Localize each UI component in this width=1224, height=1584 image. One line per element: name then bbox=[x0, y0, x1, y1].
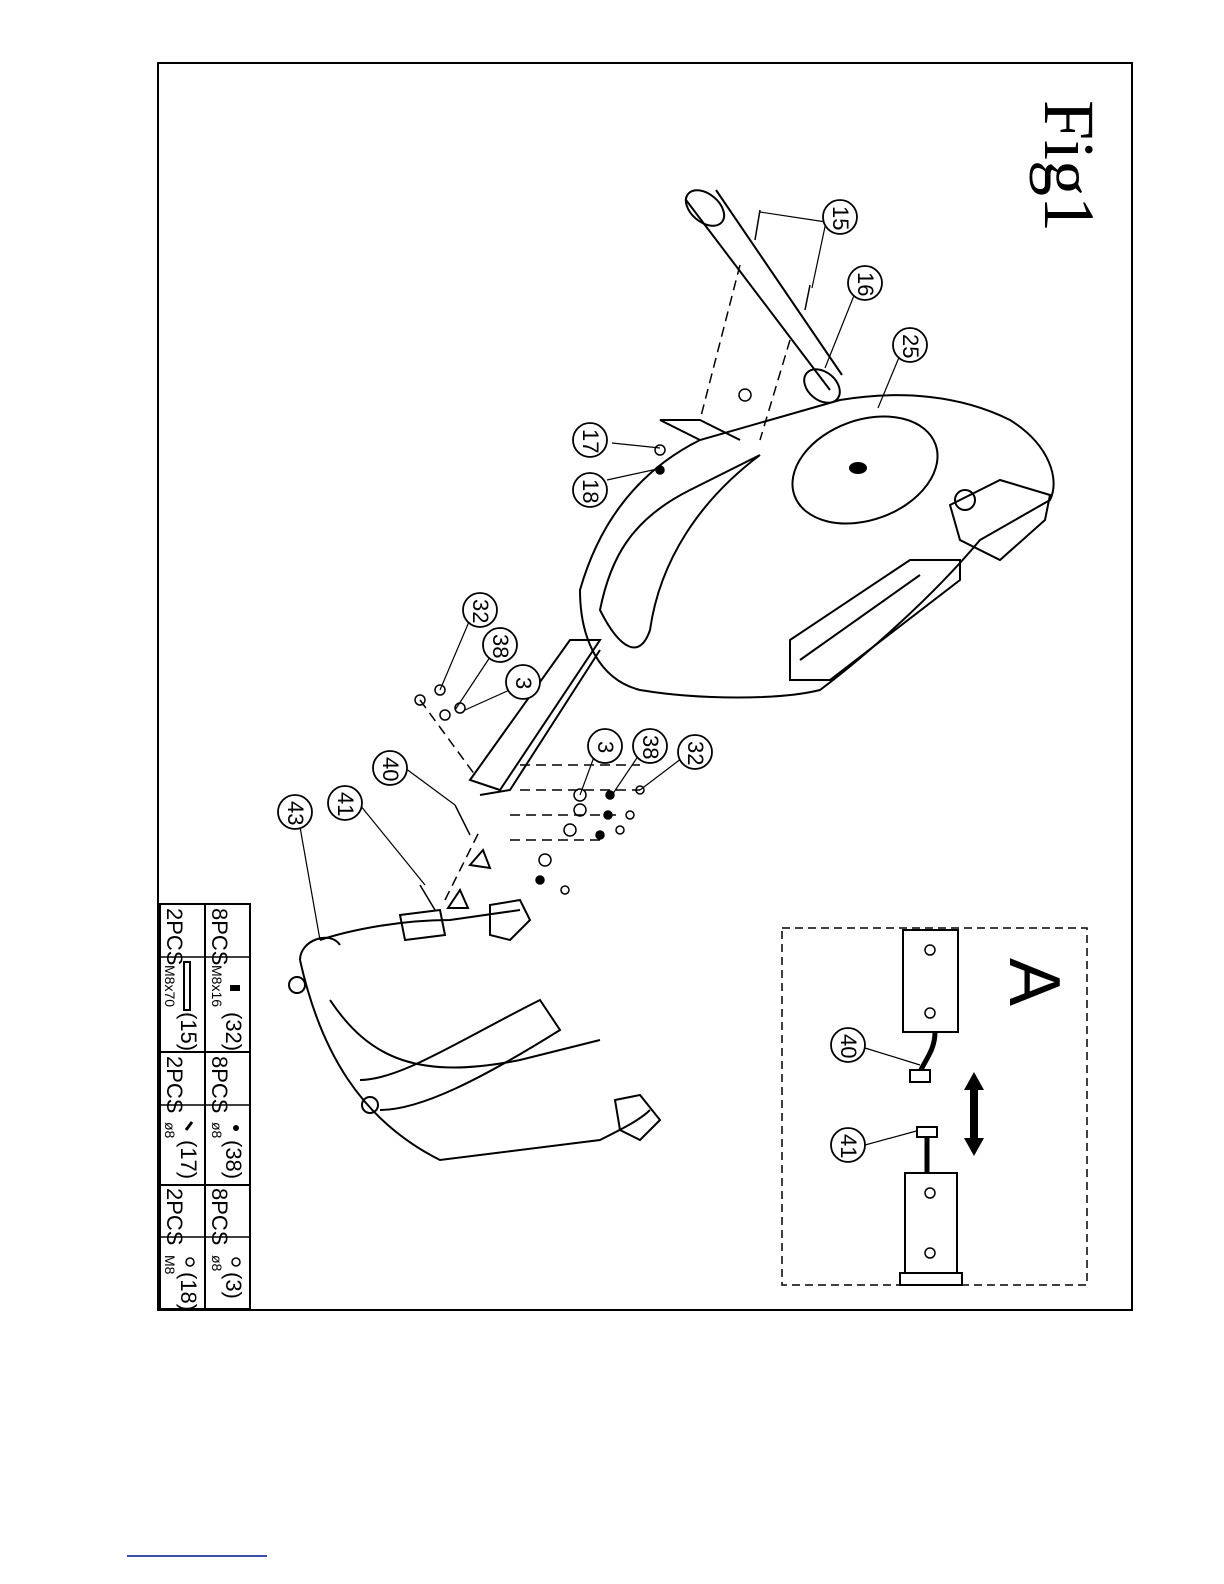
callout-3-lower: 3 bbox=[593, 741, 618, 753]
crank-bracket bbox=[950, 480, 1050, 560]
callout-3-upper: 3 bbox=[511, 677, 536, 689]
hardware-table: 8PCS M8x16 (32) 2PCS M8x70 (15) 8PCS ø8 … bbox=[160, 904, 250, 1311]
hw-size-3: ø8 bbox=[209, 1255, 225, 1272]
detail-a-label: A bbox=[994, 958, 1074, 1006]
nut-icon-38 bbox=[233, 1125, 239, 1131]
callout-16: 16 bbox=[853, 272, 878, 296]
hw-ref-17: (17) bbox=[176, 1140, 201, 1179]
hw-size-32: M8x16 bbox=[209, 965, 225, 1007]
callout-labels: 15 16 25 17 18 32 38 3 3 38 32 40 41 43 … bbox=[283, 206, 923, 1158]
bolt-icon-32 bbox=[230, 985, 240, 991]
detail-a: A bbox=[782, 928, 1087, 1285]
hw-ref-15: (15) bbox=[176, 1012, 201, 1051]
connect-arrow bbox=[964, 1072, 984, 1156]
hw-ref-3: (3) bbox=[221, 1272, 246, 1299]
callout-38-upper: 38 bbox=[488, 634, 513, 658]
callout-25: 25 bbox=[898, 334, 923, 358]
rear-frame-arc bbox=[300, 960, 650, 1160]
callout-18: 18 bbox=[578, 479, 603, 503]
connector-40-wire bbox=[920, 1032, 935, 1072]
upper-neck bbox=[660, 420, 740, 440]
body-panel bbox=[600, 455, 760, 647]
rail-channel bbox=[790, 560, 960, 680]
hw-size-18: M8 bbox=[162, 1255, 178, 1275]
hw-qty-15: 2PCS bbox=[162, 908, 187, 965]
insert-arrow-2 bbox=[448, 890, 468, 908]
footer-rule bbox=[127, 1555, 267, 1557]
callout-41: 41 bbox=[333, 792, 358, 816]
callout-38-lower: 38 bbox=[638, 735, 663, 759]
insert-arrow-1 bbox=[470, 850, 490, 868]
hw-ref-18: (18) bbox=[176, 1272, 201, 1311]
figure-border bbox=[158, 63, 1132, 1310]
seat-post-tube bbox=[686, 190, 842, 390]
hw-qty-18: 2PCS bbox=[162, 1188, 187, 1245]
foot-bracket-2 bbox=[615, 1095, 660, 1140]
hw-ref-32: (32) bbox=[221, 1012, 246, 1051]
callout-15: 15 bbox=[828, 206, 853, 230]
callout-32-upper: 32 bbox=[468, 599, 493, 623]
callout-40: 40 bbox=[378, 757, 403, 781]
hw-qty-38: 8PCS bbox=[207, 1056, 232, 1113]
fasteners bbox=[415, 210, 810, 910]
connector-41-plug bbox=[917, 1127, 937, 1137]
mount-plate-41 bbox=[400, 910, 445, 940]
hw-size-17: ø8 bbox=[162, 1122, 178, 1139]
hw-size-15: M8x70 bbox=[162, 965, 178, 1007]
callout-43: 43 bbox=[283, 801, 308, 825]
detail-callout-40: 40 bbox=[836, 1034, 861, 1058]
callout-32-lower: 32 bbox=[683, 741, 708, 765]
flywheel-hub bbox=[850, 463, 866, 473]
figure-title: Fig1 bbox=[1029, 100, 1109, 232]
hw-size-38: ø8 bbox=[209, 1122, 225, 1139]
main-beam bbox=[470, 640, 600, 790]
connector-40-plug bbox=[910, 1070, 930, 1082]
hw-qty-32: 8PCS bbox=[207, 908, 232, 965]
detail-callout-41: 41 bbox=[836, 1134, 861, 1158]
rear-frame-inner bbox=[330, 1000, 600, 1068]
hw-ref-38: (38) bbox=[221, 1140, 246, 1179]
hw-qty-17: 2PCS bbox=[162, 1056, 187, 1113]
hw-qty-3: 8PCS bbox=[207, 1188, 232, 1245]
foot-bracket-1 bbox=[490, 900, 530, 940]
assembly-guide-lines bbox=[420, 265, 790, 900]
callout-17: 17 bbox=[578, 429, 603, 453]
